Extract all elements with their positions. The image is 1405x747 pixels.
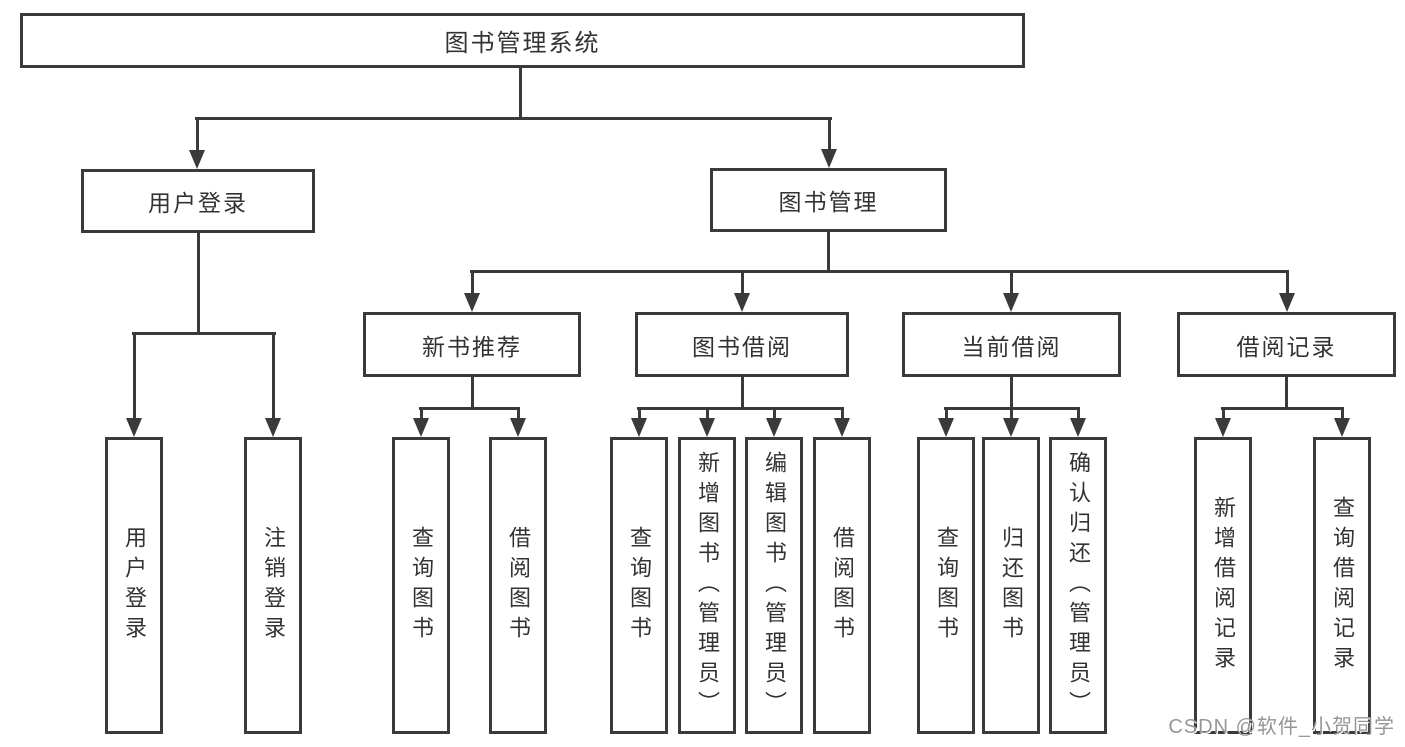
- connector-segment: [132, 332, 276, 335]
- connector-segment: [1285, 377, 1288, 410]
- connector-segment: [706, 408, 709, 422]
- node-label-current-borrow: 当前借阅: [961, 333, 1062, 360]
- node-new-book-rec: 新书推荐: [363, 312, 581, 377]
- connector-segment: [827, 232, 830, 273]
- connector-segment: [471, 271, 474, 297]
- connector-segment: [1221, 407, 1344, 410]
- connector-segment: [470, 270, 1289, 273]
- arrow-down-icon: [1003, 293, 1019, 312]
- node-label-new-book-rec: 新书推荐: [422, 333, 522, 360]
- connector-segment: [1077, 408, 1080, 422]
- connector-segment: [517, 408, 520, 422]
- node-label-bb-query: 查询图书: [627, 525, 652, 646]
- node-label-user-login-action: 用户登录: [122, 525, 147, 646]
- connector-segment: [828, 118, 831, 152]
- connector-segment: [471, 377, 474, 410]
- arrow-down-icon: [734, 293, 750, 312]
- connector-segment: [519, 68, 522, 120]
- node-book-mgmt: 图书管理: [710, 168, 947, 232]
- node-book-borrow: 图书借阅: [635, 312, 849, 377]
- connector-segment: [133, 333, 136, 421]
- connector-segment: [1010, 377, 1013, 410]
- node-user-login: 用户登录: [81, 169, 315, 233]
- node-label-cb-confirm: 确认归还（管理员）: [1066, 450, 1091, 721]
- connector-segment: [1286, 271, 1289, 297]
- node-current-borrow: 当前借阅: [902, 312, 1121, 377]
- arrow-down-icon: [126, 418, 142, 437]
- arrow-down-icon: [1279, 293, 1295, 312]
- connector-segment: [741, 377, 744, 410]
- node-bb-add: 新增图书（管理员）: [678, 437, 736, 734]
- arrow-down-icon: [189, 150, 205, 169]
- connector-segment: [272, 333, 275, 421]
- connector-segment: [1341, 408, 1344, 422]
- node-bb-edit: 编辑图书（管理员）: [745, 437, 803, 734]
- node-label-bb-edit: 编辑图书（管理员）: [762, 450, 787, 721]
- arrow-down-icon: [1070, 418, 1086, 437]
- arrow-down-icon: [821, 149, 837, 168]
- arrow-down-icon: [699, 418, 715, 437]
- connector-segment: [1010, 271, 1013, 297]
- arrow-down-icon: [938, 418, 954, 437]
- connector-segment: [197, 233, 200, 334]
- node-label-cb-return: 归还图书: [999, 525, 1024, 646]
- node-bb-query: 查询图书: [610, 437, 668, 734]
- connector-segment: [638, 408, 641, 422]
- connector-segment: [773, 408, 776, 422]
- node-logout-action: 注销登录: [244, 437, 302, 734]
- arrow-down-icon: [766, 418, 782, 437]
- arrow-down-icon: [464, 293, 480, 312]
- connector-segment: [419, 407, 520, 410]
- connector-segment: [420, 408, 423, 422]
- node-label-nbr-borrow: 借阅图书: [506, 525, 531, 646]
- node-nbr-query: 查询图书: [392, 437, 450, 734]
- arrow-down-icon: [413, 418, 429, 437]
- node-label-logout-action: 注销登录: [261, 525, 286, 646]
- node-label-book-borrow: 图书借阅: [692, 333, 792, 360]
- node-label-root: 图书管理系统: [444, 30, 601, 57]
- node-cb-return: 归还图书: [982, 437, 1040, 734]
- arrow-down-icon: [631, 418, 647, 437]
- node-bb-borrow: 借阅图书: [813, 437, 871, 734]
- connector-segment: [196, 118, 199, 153]
- connector-segment: [945, 408, 948, 422]
- node-cb-confirm: 确认归还（管理员）: [1049, 437, 1107, 734]
- connector-segment: [1010, 408, 1013, 422]
- node-nbr-borrow: 借阅图书: [489, 437, 547, 734]
- arrow-down-icon: [834, 418, 850, 437]
- arrow-down-icon: [265, 418, 281, 437]
- node-borrow-records: 借阅记录: [1177, 312, 1396, 377]
- node-label-br-add: 新增借阅记录: [1211, 495, 1236, 676]
- arrow-down-icon: [1215, 418, 1231, 437]
- connector-segment: [741, 271, 744, 297]
- node-label-borrow-records: 借阅记录: [1236, 333, 1337, 360]
- connector-segment: [195, 117, 832, 120]
- node-label-bb-borrow: 借阅图书: [830, 525, 855, 646]
- arrow-down-icon: [510, 418, 526, 437]
- arrow-down-icon: [1334, 418, 1350, 437]
- node-br-query: 查询借阅记录: [1313, 437, 1371, 734]
- node-cb-query: 查询图书: [917, 437, 975, 734]
- node-user-login-action: 用户登录: [105, 437, 163, 734]
- node-br-add: 新增借阅记录: [1194, 437, 1252, 734]
- connector-segment: [1222, 408, 1225, 422]
- node-root: 图书管理系统: [20, 13, 1025, 68]
- node-label-nbr-query: 查询图书: [409, 525, 434, 646]
- node-label-bb-add: 新增图书（管理员）: [695, 450, 720, 721]
- node-label-br-query: 查询借阅记录: [1330, 495, 1355, 676]
- node-label-user-login: 用户登录: [148, 190, 248, 216]
- node-label-cb-query: 查询图书: [934, 525, 959, 646]
- connector-segment: [637, 407, 844, 410]
- connector-segment: [841, 408, 844, 422]
- arrow-down-icon: [1003, 418, 1019, 437]
- node-label-book-mgmt: 图书管理: [778, 189, 879, 215]
- watermark: CSDN @软件_小贺同学: [1168, 716, 1395, 738]
